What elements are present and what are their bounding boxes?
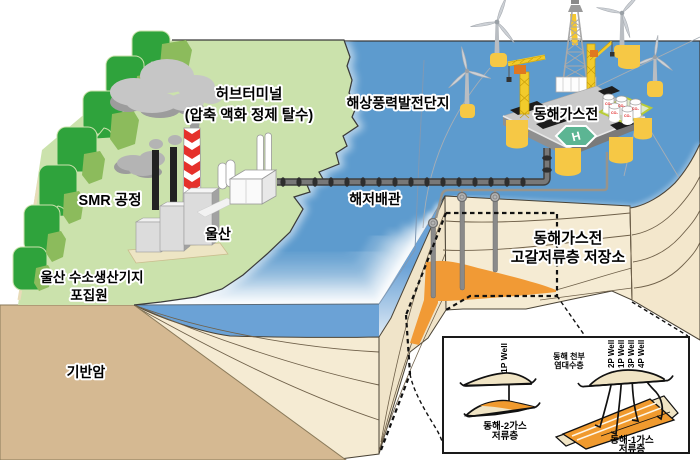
svg-text:4P Well: 4P Well: [637, 340, 646, 368]
svg-text:허브터미널: 허브터미널: [216, 86, 283, 103]
svg-text:3P Well: 3P Well: [627, 340, 636, 368]
svg-text:(압축 액화 정제 탈수): (압축 액화 정제 탈수): [185, 106, 314, 124]
svg-text:동해가스전: 동해가스전: [534, 106, 598, 122]
svg-text:동해가스전: 동해가스전: [533, 230, 602, 247]
svg-text:CO₂: CO₂: [611, 111, 618, 115]
svg-text:포집원: 포집원: [70, 287, 107, 303]
svg-text:H: H: [570, 129, 582, 145]
svg-text:2P Well: 2P Well: [607, 340, 616, 368]
svg-text:CO₂: CO₂: [618, 104, 625, 108]
svg-text:SMR 공정: SMR 공정: [79, 191, 142, 209]
svg-text:CO₂: CO₂: [632, 107, 639, 111]
svg-text:해상풍력발전단지: 해상풍력발전단지: [346, 95, 449, 111]
svg-text:염대수층: 염대수층: [554, 360, 584, 370]
svg-text:1P Well: 1P Well: [499, 343, 509, 373]
svg-text:CO₂: CO₂: [605, 102, 612, 106]
svg-text:동해-1가스: 동해-1가스: [610, 434, 654, 446]
svg-text:동해-2가스: 동해-2가스: [483, 420, 527, 432]
svg-text:기반암: 기반암: [67, 364, 106, 380]
svg-text:울산 수소생산기지: 울산 수소생산기지: [40, 269, 143, 285]
svg-text:CO₂: CO₂: [624, 114, 631, 118]
svg-text:동해 천부: 동해 천부: [553, 351, 585, 361]
svg-text:울산: 울산: [205, 226, 231, 242]
svg-text:해저배관: 해저배관: [349, 191, 401, 207]
svg-text:고갈저류층 저장소: 고갈저류층 저장소: [511, 248, 626, 266]
svg-text:1P Well: 1P Well: [617, 340, 626, 368]
svg-text:저류층: 저류층: [492, 430, 518, 442]
svg-text:저류층: 저류층: [619, 443, 645, 455]
